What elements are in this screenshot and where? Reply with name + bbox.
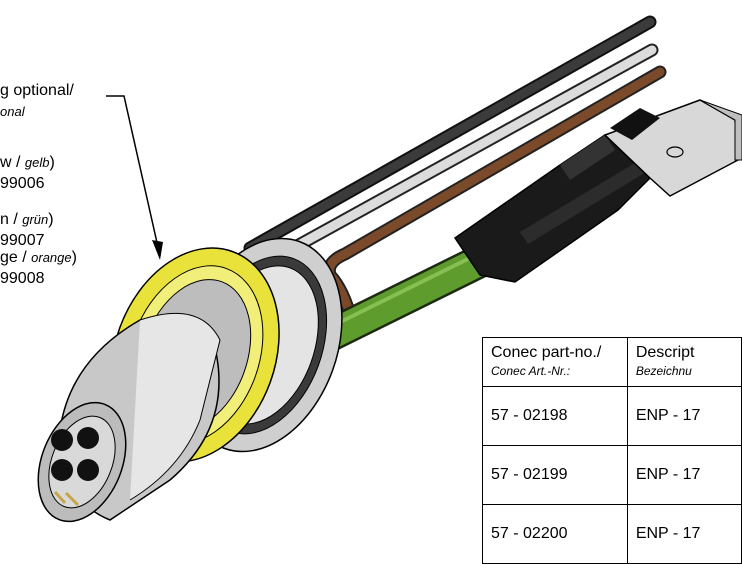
callout-title: g optional/ xyxy=(0,82,74,99)
color-orange-label: ge / orange) xyxy=(0,249,77,266)
part-number-table: Conec part-no./ Conec Art.-Nr.: Descript… xyxy=(482,337,742,564)
color-green-label: n / grün) xyxy=(0,211,54,228)
table-header-row: Conec part-no./ Conec Art.-Nr.: Descript… xyxy=(482,337,742,387)
connector-illustration xyxy=(37,15,742,523)
contact-pins xyxy=(51,427,99,507)
color-green-code: 99007 xyxy=(0,232,45,249)
description-cell: ENP - 17 xyxy=(626,504,742,564)
description-cell: ENP - 17 xyxy=(626,445,742,505)
rj45-plug xyxy=(603,99,742,197)
table-row: 57 - 02198 ENP - 17 xyxy=(482,386,742,446)
part-number-cell: 57 - 02198 xyxy=(482,386,628,446)
color-yellow-label: w / gelb) xyxy=(0,154,55,171)
header-description: Descript Bezeichnu xyxy=(626,337,742,387)
table-row: 57 - 02199 ENP - 17 xyxy=(482,445,742,505)
part-number-cell: 57 - 02199 xyxy=(482,445,628,505)
callout-title-italic: onal xyxy=(0,104,25,119)
table-row: 57 - 02200 ENP - 17 xyxy=(482,504,742,564)
description-cell: ENP - 17 xyxy=(626,386,742,446)
callout-arrowhead xyxy=(152,240,163,260)
header-part-no: Conec part-no./ Conec Art.-Nr.: xyxy=(482,337,628,387)
rj45-boot xyxy=(453,134,652,283)
color-orange-code: 99008 xyxy=(0,270,45,287)
color-yellow-code: 99006 xyxy=(0,175,45,192)
part-number-cell: 57 - 02200 xyxy=(482,504,628,564)
callout-leader-line xyxy=(106,95,161,257)
connector-housing xyxy=(37,312,221,523)
